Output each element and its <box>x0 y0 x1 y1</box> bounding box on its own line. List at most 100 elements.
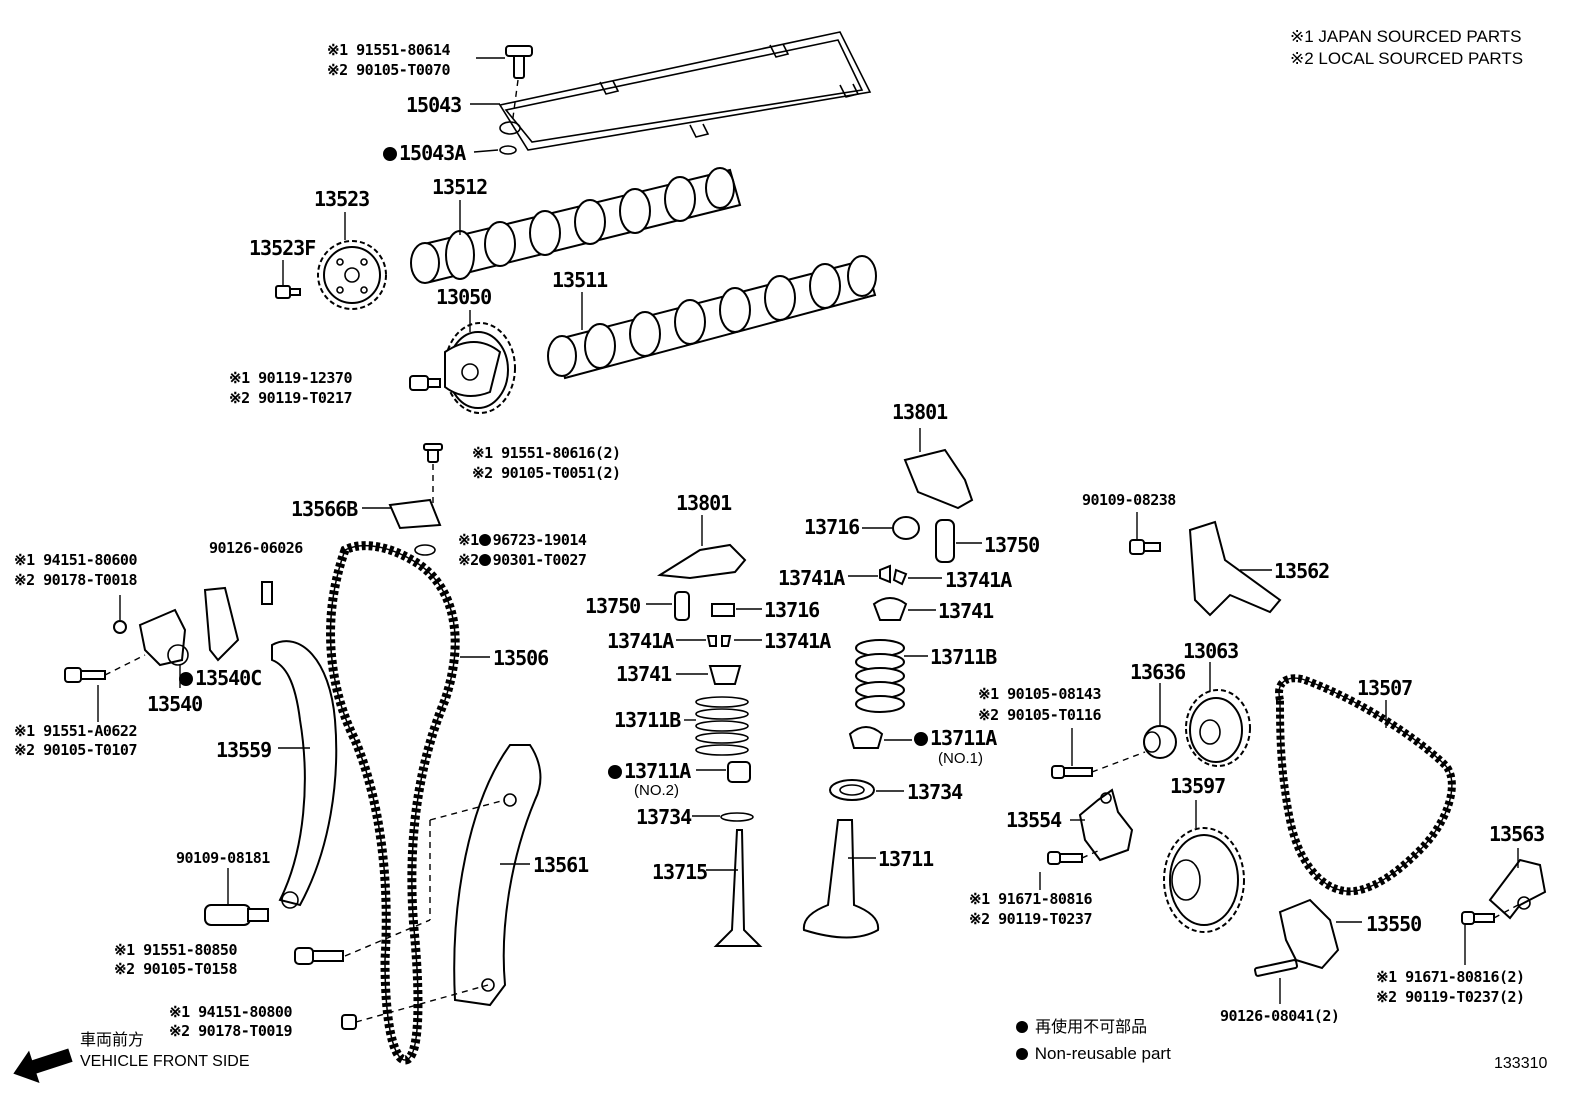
label-13711a-no1-sub: (NO.1) <box>938 750 983 767</box>
label-13734-left[interactable]: 13734 <box>636 805 692 829</box>
non-reusable-mark-icon <box>478 554 491 566</box>
label-13554-bolt-ref1[interactable]: ※1 91671-80816 <box>969 890 1092 908</box>
label-13523f[interactable]: 13523F <box>249 236 316 260</box>
label-15043-ref2[interactable]: ※2 90105-T0070 <box>327 61 450 79</box>
label-90109-08181[interactable]: 90109-08181 <box>176 849 270 867</box>
label-13801-right[interactable]: 13801 <box>892 400 948 424</box>
label-13711b-right[interactable]: 13711B <box>930 645 997 669</box>
label-13512[interactable]: 13512 <box>432 175 488 199</box>
label-90109-08238[interactable]: 90109-08238 <box>1082 491 1176 509</box>
label-nut-ref1[interactable]: ※1 94151-80800 <box>169 1003 292 1021</box>
chain-guide-13566b-drawing <box>362 443 443 556</box>
label-13540[interactable]: 13540 <box>147 692 203 716</box>
label-13063[interactable]: 13063 <box>1183 639 1239 663</box>
legend-non-reusable-jp-text: 再使用不可部品 <box>1035 1017 1148 1036</box>
non-reusable-mark-icon <box>478 534 491 546</box>
label-13711a-no2[interactable]: 13711A <box>608 759 691 783</box>
figure-number: 133310 <box>1494 1055 1548 1072</box>
label-13506[interactable]: 13506 <box>493 646 549 670</box>
label-13540-nut-ref2[interactable]: ※2 90178-T0018 <box>14 571 137 589</box>
label-15043[interactable]: 15043 <box>406 93 462 117</box>
label-13741-left[interactable]: 13741 <box>616 662 672 686</box>
label-13566b-bolt-ref1[interactable]: ※1 91551-80616(2) <box>472 444 621 462</box>
label-13050-ref2[interactable]: ※2 90119-T0217 <box>229 389 352 407</box>
gasket-ref1-text: 96723-19014 <box>492 531 587 549</box>
camshaft-13512-drawing <box>410 167 742 284</box>
label-13561-bolt-ref1[interactable]: ※1 91551-80850 <box>114 941 237 959</box>
label-13801-left[interactable]: 13801 <box>676 491 732 515</box>
label-13566b-bolt-ref2[interactable]: ※2 90105-T0051(2) <box>472 464 621 482</box>
label-90126-06026[interactable]: 90126-06026 <box>209 539 303 557</box>
gasket-ref1-mark: ※1 <box>458 531 479 549</box>
label-13716-right[interactable]: 13716 <box>804 515 860 539</box>
label-13750-right[interactable]: 13750 <box>984 533 1040 557</box>
chain-slipper-13559-drawing <box>204 640 338 926</box>
label-13711b-left[interactable]: 13711B <box>614 708 681 732</box>
label-13636[interactable]: 13636 <box>1130 660 1186 684</box>
label-13561[interactable]: 13561 <box>533 853 589 877</box>
label-13540c[interactable]: 13540C <box>179 668 262 688</box>
label-13636-bolt-ref2[interactable]: ※2 90105-T0116 <box>978 706 1101 724</box>
label-13711[interactable]: 13711 <box>878 847 934 871</box>
chain-damper-13561-drawing <box>294 744 542 1030</box>
legend-non-reusable-jp: 再使用不可部品 <box>1016 1019 1147 1035</box>
label-13562[interactable]: 13562 <box>1274 559 1330 583</box>
label-13540-bolt-ref2[interactable]: ※2 90105-T0107 <box>14 741 137 759</box>
crank-sprocket-13597-drawing <box>1163 800 1245 933</box>
rocker-arm-13801-right-drawing <box>903 428 974 510</box>
non-reusable-mark-icon <box>1016 1021 1028 1033</box>
label-13523[interactable]: 13523 <box>314 187 370 211</box>
legend-non-reusable-en-text: Non-reusable part <box>1034 1044 1171 1063</box>
label-13550[interactable]: 13550 <box>1366 912 1422 936</box>
label-13711a-no1[interactable]: 13711A <box>914 726 997 750</box>
vvt-gear-13050-drawing <box>409 310 516 414</box>
label-13540-nut-ref1[interactable]: ※1 94151-80600 <box>14 551 137 569</box>
label-13711a-no2-sub: (NO.2) <box>634 782 679 799</box>
valve-train-right-drawing <box>802 516 982 939</box>
label-13741-right[interactable]: 13741 <box>938 599 994 623</box>
vehicle-front-jp: 車両前方 <box>80 1030 145 1049</box>
label-13741a-3[interactable]: 13741A <box>607 629 674 653</box>
camshaft-13511-drawing <box>547 255 877 380</box>
timing-chain-13506-drawing <box>326 541 490 1065</box>
label-13741a-2[interactable]: 13741A <box>945 568 1012 592</box>
label-13559[interactable]: 13559 <box>216 738 272 762</box>
label-13554-bolt-ref2[interactable]: ※2 90119-T0237 <box>969 910 1092 928</box>
label-13050-ref1[interactable]: ※1 90119-12370 <box>229 369 352 387</box>
label-13741a-4[interactable]: 13741A <box>764 629 831 653</box>
label-13741a-1[interactable]: 13741A <box>778 566 845 590</box>
label-13050[interactable]: 13050 <box>436 285 492 309</box>
label-13540-bolt-ref1[interactable]: ※1 91551-A0622 <box>14 722 137 740</box>
label-90126-08041[interactable]: 90126-08041(2) <box>1220 1007 1340 1025</box>
label-13734-right[interactable]: 13734 <box>907 780 963 804</box>
label-13511[interactable]: 13511 <box>552 268 608 292</box>
legend-non-reusable-en: Non-reusable part <box>1016 1045 1171 1062</box>
label-13715[interactable]: 13715 <box>652 860 708 884</box>
legend-local-sourced: ※2 LOCAL SOURCED PARTS <box>1290 49 1524 68</box>
label-15043a[interactable]: 15043A <box>383 143 466 163</box>
label-13636-bolt-ref1[interactable]: ※1 90105-08143 <box>978 685 1101 703</box>
label-13711a-no2-text: 13711A <box>624 759 691 783</box>
label-nut-ref2[interactable]: ※2 90178-T0019 <box>169 1022 292 1040</box>
label-13716-left[interactable]: 13716 <box>764 598 820 622</box>
label-13561-bolt-ref2[interactable]: ※2 90105-T0158 <box>114 960 237 978</box>
label-13507[interactable]: 13507 <box>1357 676 1413 700</box>
label-13750-left[interactable]: 13750 <box>585 594 641 618</box>
label-13563-bolt-ref2[interactable]: ※2 90119-T0237(2) <box>1376 988 1525 1006</box>
gasket-ref2-text: 90301-T0027 <box>492 551 587 569</box>
label-13566b[interactable]: 13566B <box>291 497 358 521</box>
head-cover-gasket-drawing <box>470 31 872 155</box>
label-13554[interactable]: 13554 <box>1006 808 1062 832</box>
cam-sprocket-13523-drawing <box>275 212 387 310</box>
non-reusable-mark-icon <box>383 147 397 161</box>
vehicle-front-arrow <box>13 1048 73 1084</box>
label-13597[interactable]: 13597 <box>1170 774 1226 798</box>
label-gasket-ref1[interactable]: ※1 96723-19014 <box>458 531 587 549</box>
label-13563[interactable]: 13563 <box>1489 822 1545 846</box>
label-15043-ref1[interactable]: ※1 91551-80614 <box>327 41 450 59</box>
label-13563-bolt-ref1[interactable]: ※1 91671-80816(2) <box>1376 968 1525 986</box>
label-13711a-no1-text: 13711A <box>930 726 997 750</box>
